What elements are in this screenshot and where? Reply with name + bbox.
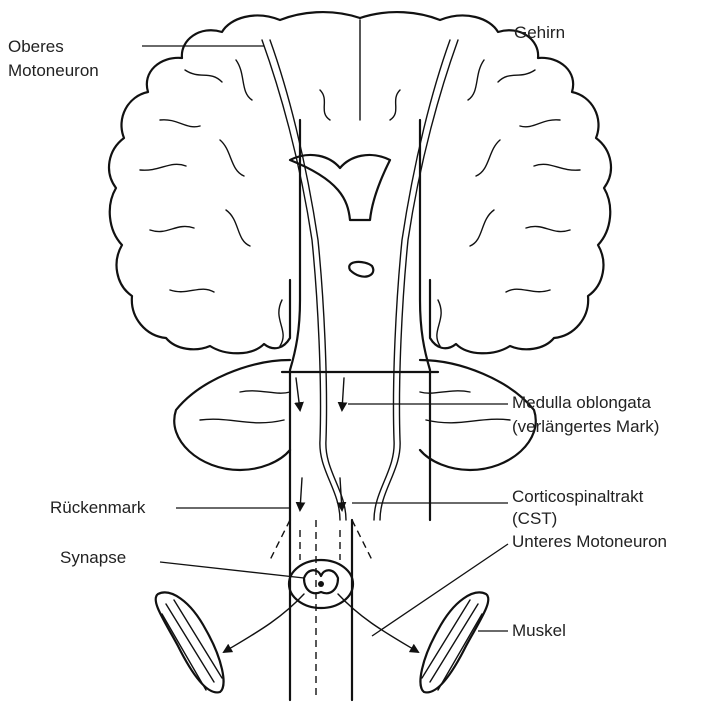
label-medulla-2: (verlängertes Mark) (512, 417, 659, 436)
label-medulla-1: Medulla oblongata (512, 393, 651, 412)
label-upper-motor-neuron-2: Motoneuron (8, 61, 99, 80)
label-upper-motor-neuron-1: Oberes (8, 37, 64, 56)
muscle-left (156, 593, 224, 693)
label-brain: Gehirn (514, 23, 565, 42)
label-cst-2: (CST) (512, 509, 557, 528)
brain-outline (109, 12, 611, 353)
muscle-right (420, 593, 488, 693)
label-muscle: Muskel (512, 621, 566, 640)
label-cst-1: Corticospinaltrakt (512, 487, 644, 506)
spinal-cord (270, 520, 372, 700)
ventricles (290, 155, 390, 277)
label-synapse: Synapse (60, 548, 126, 567)
label-spinal-cord: Rückenmark (50, 498, 146, 517)
cerebellum (174, 300, 536, 470)
label-lower-motor-neuron: Unteres Motoneuron (512, 532, 667, 551)
lower-motor-neuron-fibers (224, 594, 418, 652)
brainstem (282, 120, 438, 520)
